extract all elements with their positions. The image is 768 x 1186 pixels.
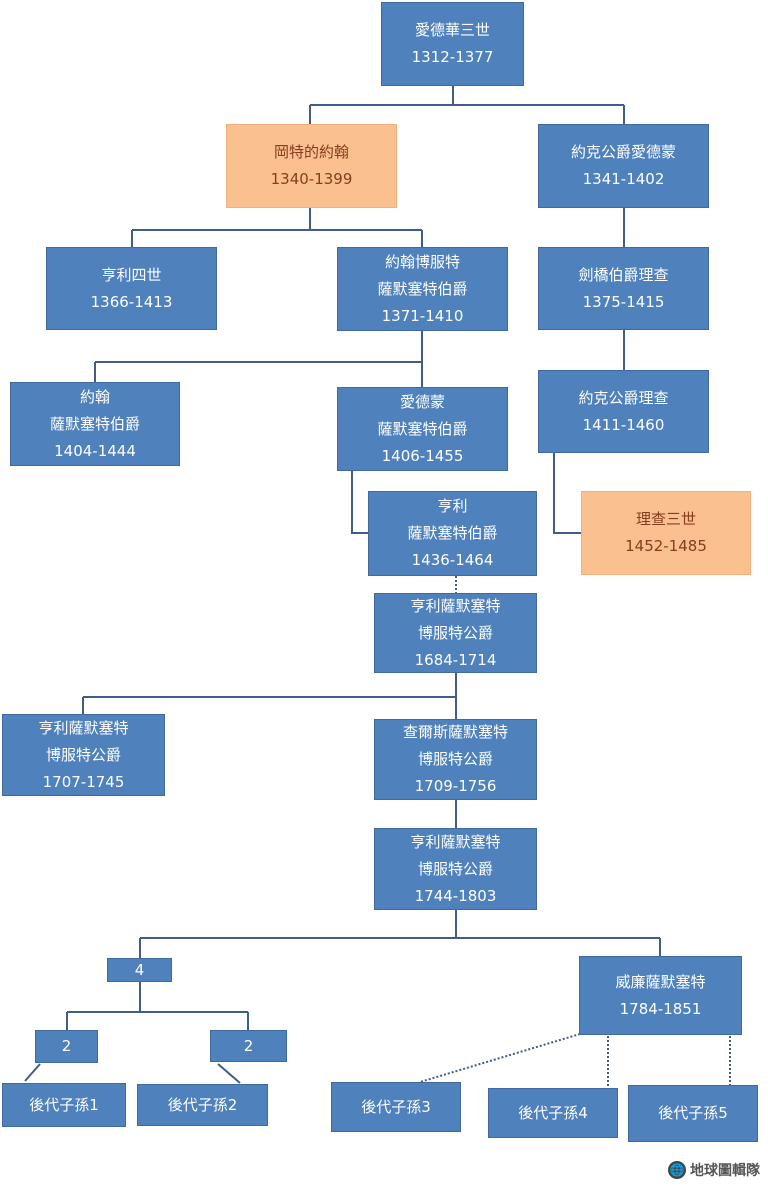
node-years: 1406-1455 [381, 446, 464, 465]
node-years: 1784-1851 [619, 999, 702, 1018]
node-label: 約克公爵愛德蒙 [570, 143, 676, 161]
node-label: 亨利四世 [101, 265, 162, 284]
edge-1744-children [139, 910, 661, 958]
node-years: 1411-1460 [582, 415, 665, 434]
node-years: 1375-1415 [582, 292, 665, 311]
node-years: 1452-1485 [625, 537, 707, 555]
node-descendants-4: 後代子孫4 [488, 1088, 618, 1138]
node-years: 1684-1714 [414, 650, 497, 669]
node-label: 劍橋伯爵理查 [578, 265, 669, 284]
node-years: 1312-1377 [411, 48, 494, 66]
node-descendants-2: 後代子孫2 [137, 1084, 268, 1126]
edge-richardyork-richard3 [553, 453, 581, 534]
node-label: 薩默塞特伯爵 [407, 524, 498, 542]
node-descendants-5: 後代子孫5 [628, 1085, 758, 1142]
node-label: 愛德蒙 [399, 392, 445, 411]
node-edmund-earl-of-somerset: 愛德蒙薩默塞特伯爵 1406-1455 [337, 387, 508, 471]
node-label: 理查三世 [635, 510, 696, 528]
node-richard-iii: 理查三世 1452-1485 [581, 491, 751, 575]
node-label: 後代子孫1 [29, 1095, 99, 1114]
node-charles-duke-of-beaufort: 查爾斯薩默塞特博服特公爵 1709-1756 [374, 719, 537, 800]
node-label: 後代子孫4 [518, 1103, 588, 1122]
node-label: 亨利薩默塞特 [38, 718, 129, 737]
node-henry-duke-of-beaufort-1684: 亨利薩默塞特博服特公爵 1684-1714 [374, 593, 537, 673]
node-years: 1371-1410 [381, 306, 464, 325]
node-label: 薩默塞特伯爵 [377, 419, 468, 438]
node-label: 2 [243, 1036, 254, 1055]
node-label: 薩默塞特伯爵 [377, 279, 468, 298]
node-richard-duke-of-york: 約克公爵理查 1411-1460 [538, 370, 709, 453]
node-years: 1366-1413 [90, 292, 173, 311]
edge-1684-children [82, 672, 457, 719]
node-label: 威廉薩默塞特 [615, 972, 706, 991]
edge-count2a-desc1 [24, 1063, 41, 1082]
globe-icon: 🌐 [668, 1161, 686, 1179]
node-years: 1341-1402 [582, 170, 665, 188]
node-label: 後代子孫5 [658, 1104, 728, 1122]
node-henry-duke-of-beaufort-1744: 亨利薩默塞特博服特公爵 1744-1803 [374, 828, 537, 910]
node-label: 博服特公爵 [417, 859, 493, 878]
node-count-2-left: 2 [35, 1030, 98, 1063]
node-label: 博服特公爵 [417, 623, 493, 642]
node-label: 博服特公爵 [45, 745, 121, 764]
edge-count2b-desc2 [217, 1063, 241, 1084]
edge-beaufort-children [94, 331, 423, 387]
node-years: 1744-1803 [414, 886, 497, 905]
edge-gaunt-children [131, 208, 423, 247]
node-label: 後代子孫2 [167, 1095, 238, 1114]
edge-william-desc3-dotted [419, 1033, 581, 1083]
node-william-somerset: 威廉薩默塞特 1784-1851 [579, 956, 742, 1035]
node-label: 岡特的約翰 [273, 143, 349, 161]
watermark: 🌐 地球圖輯隊 [668, 1160, 760, 1180]
watermark-text: 地球圖輯隊 [690, 1163, 760, 1179]
node-years: 1404-1444 [54, 441, 136, 460]
node-label: 約翰 [79, 387, 110, 406]
node-years: 1707-1745 [42, 772, 125, 791]
node-years: 1340-1399 [270, 170, 353, 188]
node-label: 後代子孫3 [361, 1097, 431, 1116]
node-years: 1436-1464 [411, 551, 494, 569]
node-label: 約翰博服特 [384, 252, 460, 271]
node-john-earl-of-somerset: 約翰薩默塞特伯爵 1404-1444 [10, 382, 180, 466]
node-label: 2 [61, 1037, 72, 1055]
node-label: 4 [134, 960, 145, 979]
node-count-2-right: 2 [210, 1030, 287, 1062]
node-label: 博服特公爵 [417, 750, 493, 768]
node-edmund-duke-of-york: 約克公爵愛德蒙 1341-1402 [538, 124, 709, 208]
edge-edmund-henry [351, 471, 368, 534]
node-descendants-3: 後代子孫3 [331, 1082, 461, 1132]
node-john-beaufort: 約翰博服特薩默塞特伯爵 1371-1410 [337, 247, 508, 331]
node-john-of-gaunt: 岡特的約翰 1340-1399 [226, 124, 397, 208]
node-richard-earl-of-cambridge: 劍橋伯爵理查 1375-1415 [538, 247, 709, 330]
node-count-4: 4 [107, 958, 172, 982]
node-label: 亨利薩默塞特 [410, 832, 501, 851]
node-henry-iv: 亨利四世 1366-1413 [46, 247, 217, 330]
edge-count4-children [66, 982, 249, 1030]
node-label: 愛德華三世 [414, 21, 490, 39]
node-henry-earl-of-somerset: 亨利薩默塞特伯爵 1436-1464 [368, 491, 537, 576]
node-label: 亨利 [437, 497, 468, 515]
edge-edward3-children [309, 86, 625, 124]
node-edward-iii: 愛德華三世 1312-1377 [381, 2, 524, 86]
node-label: 亨利薩默塞特 [410, 596, 501, 615]
node-label: 薩默塞特伯爵 [49, 414, 140, 433]
node-descendants-1: 後代子孫1 [2, 1083, 126, 1127]
node-label: 查爾斯薩默塞特 [402, 723, 508, 741]
node-years: 1709-1756 [414, 777, 497, 795]
node-label: 約克公爵理查 [578, 388, 669, 407]
node-henry-duke-of-beaufort-1707: 亨利薩默塞特博服特公爵 1707-1745 [2, 714, 165, 796]
